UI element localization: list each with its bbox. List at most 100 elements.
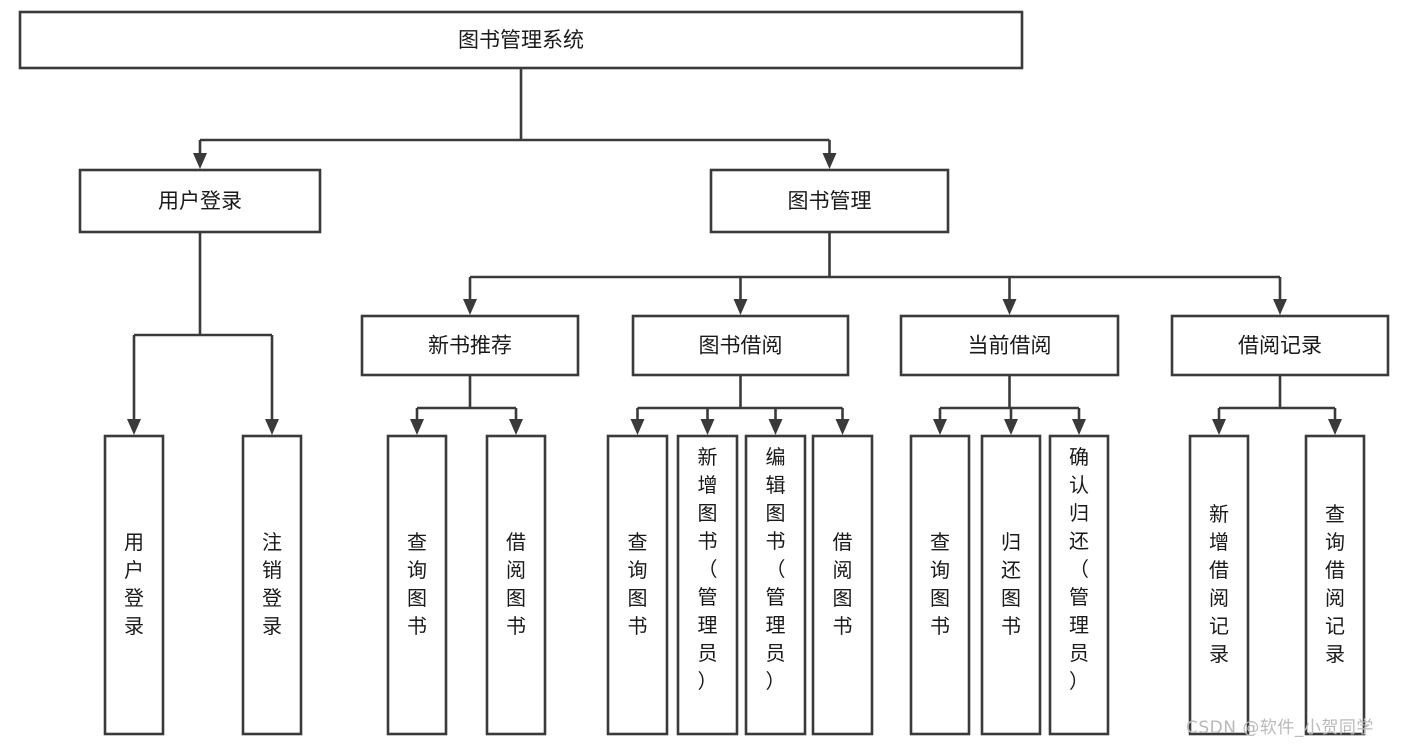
leaf-label-char: 图 (698, 501, 718, 525)
leaf-label-char: 图 (1001, 586, 1021, 610)
node-level3-3[interactable]: 借阅记录 (1170, 314, 1390, 377)
leaf-label-char: 员 (698, 641, 718, 665)
arrow-head-icon (822, 153, 837, 169)
leaf-label-char: 管 (766, 585, 786, 609)
node-rect (631, 314, 850, 377)
leaf-label-char: 阅 (1209, 586, 1229, 610)
node-label: 用户登录 (158, 189, 242, 213)
leaf-label-char: 书 (506, 614, 526, 638)
leaf-label-char: 辑 (766, 473, 786, 497)
leaf-label-char: 图 (766, 501, 786, 525)
arrow-head-icon (265, 419, 279, 435)
arrow-head-icon (509, 419, 523, 435)
node-rect (899, 314, 1120, 377)
node-level3-0[interactable]: 新书推荐 (360, 314, 580, 377)
leaf-label-char: 书 (833, 614, 853, 638)
node-rect (744, 434, 807, 736)
leaf-label-char: 书 (1001, 614, 1021, 638)
leaf-label-char: 还 (1001, 558, 1021, 582)
node-label: 图书管理 (788, 189, 872, 213)
leaf-label-char: 归 (1069, 501, 1089, 525)
leaf-label-char: 借 (833, 530, 853, 554)
node-label: 图书借阅 (699, 334, 783, 358)
node-label: 图书管理系统 (458, 28, 584, 52)
leaf-label-char: 书 (628, 614, 648, 638)
arrow-head-icon (1328, 419, 1342, 435)
leaf-label-char: 录 (262, 614, 282, 638)
leaf-label-char: 询 (407, 558, 427, 582)
leaf-label-char: 编 (766, 445, 786, 469)
leaf-label-char: 书 (930, 614, 950, 638)
leaf-label-char: 录 (124, 614, 144, 638)
leaf-label-char: 阅 (1325, 586, 1345, 610)
node-rect (18, 10, 1024, 70)
leaf-label-char: 记 (1325, 614, 1345, 638)
connector-group (127, 68, 1342, 435)
node-level3-1[interactable]: 图书借阅 (631, 314, 850, 377)
node-label: 新书推荐 (428, 334, 512, 358)
leaf-label-char: 图 (833, 586, 853, 610)
leaf-label-char: 借 (1325, 558, 1345, 582)
leaf-label-char: 确 (1069, 445, 1089, 469)
leaf-label-char: 归 (1001, 530, 1021, 554)
node-leaf-0[interactable]: 用户登录 (103, 434, 165, 736)
leaf-label-char: 阅 (833, 558, 853, 582)
node-rect (103, 434, 165, 736)
node-rect (980, 434, 1042, 736)
csdn-watermark: CSDN @软件_小贺同学 (1186, 718, 1374, 738)
leaf-label-char: 询 (628, 558, 648, 582)
leaf-label-char: 理 (698, 613, 718, 637)
node-rect (1048, 434, 1110, 736)
leaf-label-char: ） (1069, 669, 1089, 693)
leaf-label-char: 用 (124, 530, 144, 554)
leaf-label-char: 员 (766, 641, 786, 665)
arrow-head-icon (1212, 419, 1226, 435)
leaf-label-char: 增 (698, 473, 718, 497)
leaf-label-char: 理 (1069, 613, 1089, 637)
arrow-head-icon (700, 419, 715, 435)
leaf-label-char: 询 (930, 558, 950, 582)
arrow-head-icon (733, 299, 748, 315)
node-level3-2[interactable]: 当前借阅 (899, 314, 1120, 377)
arrow-head-icon (630, 419, 645, 435)
node-root-图书管理系统[interactable]: 图书管理系统 (18, 10, 1024, 70)
node-rect (78, 168, 322, 234)
arrow-head-icon (193, 153, 207, 169)
leaf-label-char: 图 (628, 586, 648, 610)
arrow-head-icon (463, 299, 477, 315)
leaf-label-char: 还 (1069, 529, 1089, 553)
leaf-label-char: 阅 (506, 558, 526, 582)
leaf-label-char: 销 (262, 558, 282, 582)
leaf-label-char: 借 (506, 530, 526, 554)
node-rect (606, 434, 669, 736)
leaf-label-char: 图 (407, 586, 427, 610)
leaf-label-char: 登 (124, 586, 144, 610)
leaf-label-char: 登 (262, 586, 282, 610)
node-rect (909, 434, 971, 736)
leaf-label-char: 询 (1325, 530, 1345, 554)
node-rect (485, 434, 547, 736)
node-level2-1[interactable]: 图书管理 (709, 168, 950, 234)
leaf-label-char: 理 (766, 613, 786, 637)
leaf-label-char: 查 (407, 530, 427, 554)
arrow-head-icon (768, 419, 783, 435)
node-level2-0[interactable]: 用户登录 (78, 168, 322, 234)
arrow-head-icon (933, 419, 947, 435)
leaf-label-char: 图 (930, 586, 950, 610)
leaf-label-char: 记 (1209, 614, 1229, 638)
leaf-label-char: 新 (698, 445, 718, 469)
arrow-head-icon (1072, 419, 1086, 435)
